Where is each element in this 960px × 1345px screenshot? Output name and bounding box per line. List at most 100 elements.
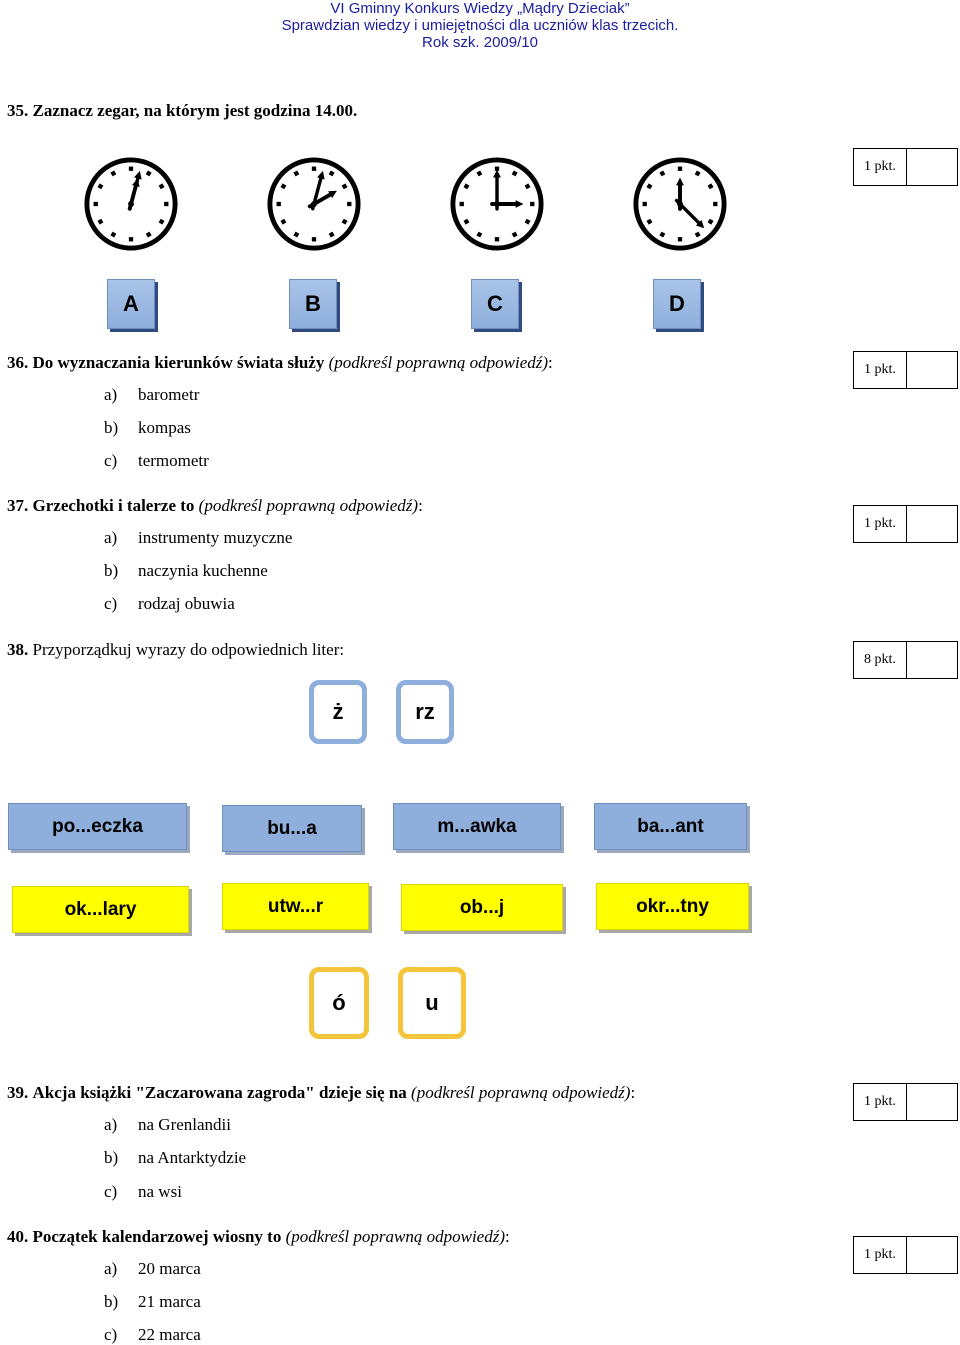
header-line-1: VI Gminny Konkurs Wiedzy „Mądry Dzieciak…: [330, 0, 630, 17]
clock-tick: [707, 218, 714, 225]
option-39-a[interactable]: a)na Grenlandii: [104, 1115, 231, 1134]
clock-tick: [677, 237, 683, 242]
clock-tick: [280, 218, 287, 225]
clock-tick: [677, 166, 683, 171]
points-label: 1 pkt.: [854, 149, 907, 185]
word-card[interactable]: utw...r: [222, 883, 369, 930]
option-36-a[interactable]: a)barometr: [104, 385, 200, 404]
option-37-b[interactable]: b)naczynia kuchenne: [104, 561, 268, 580]
clock-tick: [511, 170, 518, 177]
points-label: 1 pkt.: [854, 352, 907, 388]
answer-button-c[interactable]: C: [471, 279, 519, 329]
word-card[interactable]: m...awka: [393, 803, 561, 850]
word-card[interactable]: ob...j: [401, 884, 563, 931]
clock-minute-hand-tip: [134, 170, 142, 180]
clock-center: [494, 201, 500, 207]
clock-tick: [145, 170, 152, 177]
clock-minute-hand-tip: [695, 219, 705, 229]
word-card[interactable]: okr...tny: [596, 883, 749, 930]
clock-tick: [293, 170, 300, 177]
clock-tick: [347, 201, 352, 207]
points-box-35[interactable]: 1 pkt.: [853, 148, 958, 186]
letter-box-z-dot[interactable]: ż: [309, 680, 367, 744]
clock-tick: [328, 231, 335, 238]
question-36: 36. Do wyznaczania kierunków świata służ…: [7, 353, 553, 372]
clock-tick: [128, 237, 134, 242]
clock-tick: [341, 183, 348, 190]
word-card[interactable]: ba...ant: [594, 803, 747, 850]
clock-tick: [646, 183, 653, 190]
answer-button-a[interactable]: A: [107, 279, 155, 329]
clock-tick: [463, 183, 470, 190]
points-label: 1 pkt.: [854, 1084, 907, 1120]
points-box-40[interactable]: 1 pkt.: [853, 1236, 958, 1274]
points-box-36[interactable]: 1 pkt.: [853, 351, 958, 389]
word-card[interactable]: ok...lary: [12, 886, 189, 933]
word-card[interactable]: bu...a: [222, 805, 362, 852]
question-35: 35. Zaznacz zegar, na którym jest godzin…: [7, 101, 358, 120]
clock-tick: [97, 218, 104, 225]
clock-tick: [276, 201, 281, 207]
clock-tick: [659, 170, 666, 177]
clock-tick: [293, 231, 300, 238]
clock-tick: [341, 218, 348, 225]
word-card[interactable]: po...eczka: [8, 803, 187, 850]
points-label: 1 pkt.: [854, 1237, 907, 1273]
points-label: 1 pkt.: [854, 506, 907, 542]
clock-tick: [280, 183, 287, 190]
clock-center: [311, 201, 317, 207]
option-37-c[interactable]: c)rodzaj obuwia: [104, 594, 235, 613]
question-38: 38. Przyporządkuj wyrazy do odpowiednich…: [7, 640, 345, 659]
clock-tick: [530, 201, 535, 207]
header-line-2: Sprawdzian wiedzy i umiejętności dla ucz…: [281, 17, 679, 34]
clock-c[interactable]: [448, 155, 546, 253]
clock-tick: [463, 218, 470, 225]
clock-tick: [164, 201, 169, 207]
answer-button-b[interactable]: B: [289, 279, 337, 329]
clock-minute-hand-tip: [493, 169, 501, 178]
clock-tick: [158, 218, 165, 225]
option-37-a[interactable]: a)instrumenty muzyczne: [104, 528, 293, 547]
answer-button-d[interactable]: D: [653, 279, 701, 329]
clock-center: [128, 201, 134, 207]
letter-box-u[interactable]: u: [398, 967, 466, 1039]
points-box-37[interactable]: 1 pkt.: [853, 505, 958, 543]
clock-d[interactable]: [631, 155, 729, 253]
option-40-c[interactable]: c)22 marca: [104, 1325, 201, 1344]
clock-hour-hand-tip: [676, 177, 684, 186]
question-37: 37. Grzechotki i talerze to (podkreśl po…: [7, 496, 423, 515]
clock-tick: [713, 201, 718, 207]
clock-tick: [158, 183, 165, 190]
clock-tick: [110, 231, 117, 238]
clock-tick: [646, 218, 653, 225]
clock-tick: [311, 237, 317, 242]
clock-tick: [694, 170, 701, 177]
question-39: 39. Akcja książki "Zaczarowana zagroda" …: [7, 1083, 636, 1102]
clock-center: [677, 201, 683, 207]
clock-a[interactable]: [82, 155, 180, 253]
clock-tick: [707, 183, 714, 190]
clock-tick: [642, 201, 647, 207]
option-36-b[interactable]: b)kompas: [104, 418, 191, 437]
option-39-b[interactable]: b)na Antarktydzie: [104, 1148, 247, 1167]
clock-tick: [659, 231, 666, 238]
clock-tick: [494, 237, 500, 242]
letter-box-rz[interactable]: rz: [396, 680, 454, 744]
clock-tick: [459, 201, 464, 207]
option-40-b[interactable]: b)21 marca: [104, 1292, 201, 1311]
clock-minute-hand-tip: [317, 170, 325, 180]
points-box-39[interactable]: 1 pkt.: [853, 1083, 958, 1121]
clock-tick: [110, 170, 117, 177]
clock-tick: [476, 170, 483, 177]
header-line-3: Rok szk. 2009/10: [422, 34, 538, 51]
option-40-a[interactable]: a)20 marca: [104, 1259, 201, 1278]
option-36-c[interactable]: c)termometr: [104, 451, 209, 470]
clock-tick: [328, 170, 335, 177]
points-box-38[interactable]: 8 pkt.: [853, 641, 958, 679]
points-label: 8 pkt.: [854, 642, 907, 678]
clock-tick: [494, 166, 500, 171]
letter-box-o-acute[interactable]: ó: [309, 967, 369, 1039]
clock-hour-hand-tip: [515, 200, 524, 208]
clock-b[interactable]: [265, 155, 363, 253]
option-39-c[interactable]: c)na wsi: [104, 1182, 182, 1201]
